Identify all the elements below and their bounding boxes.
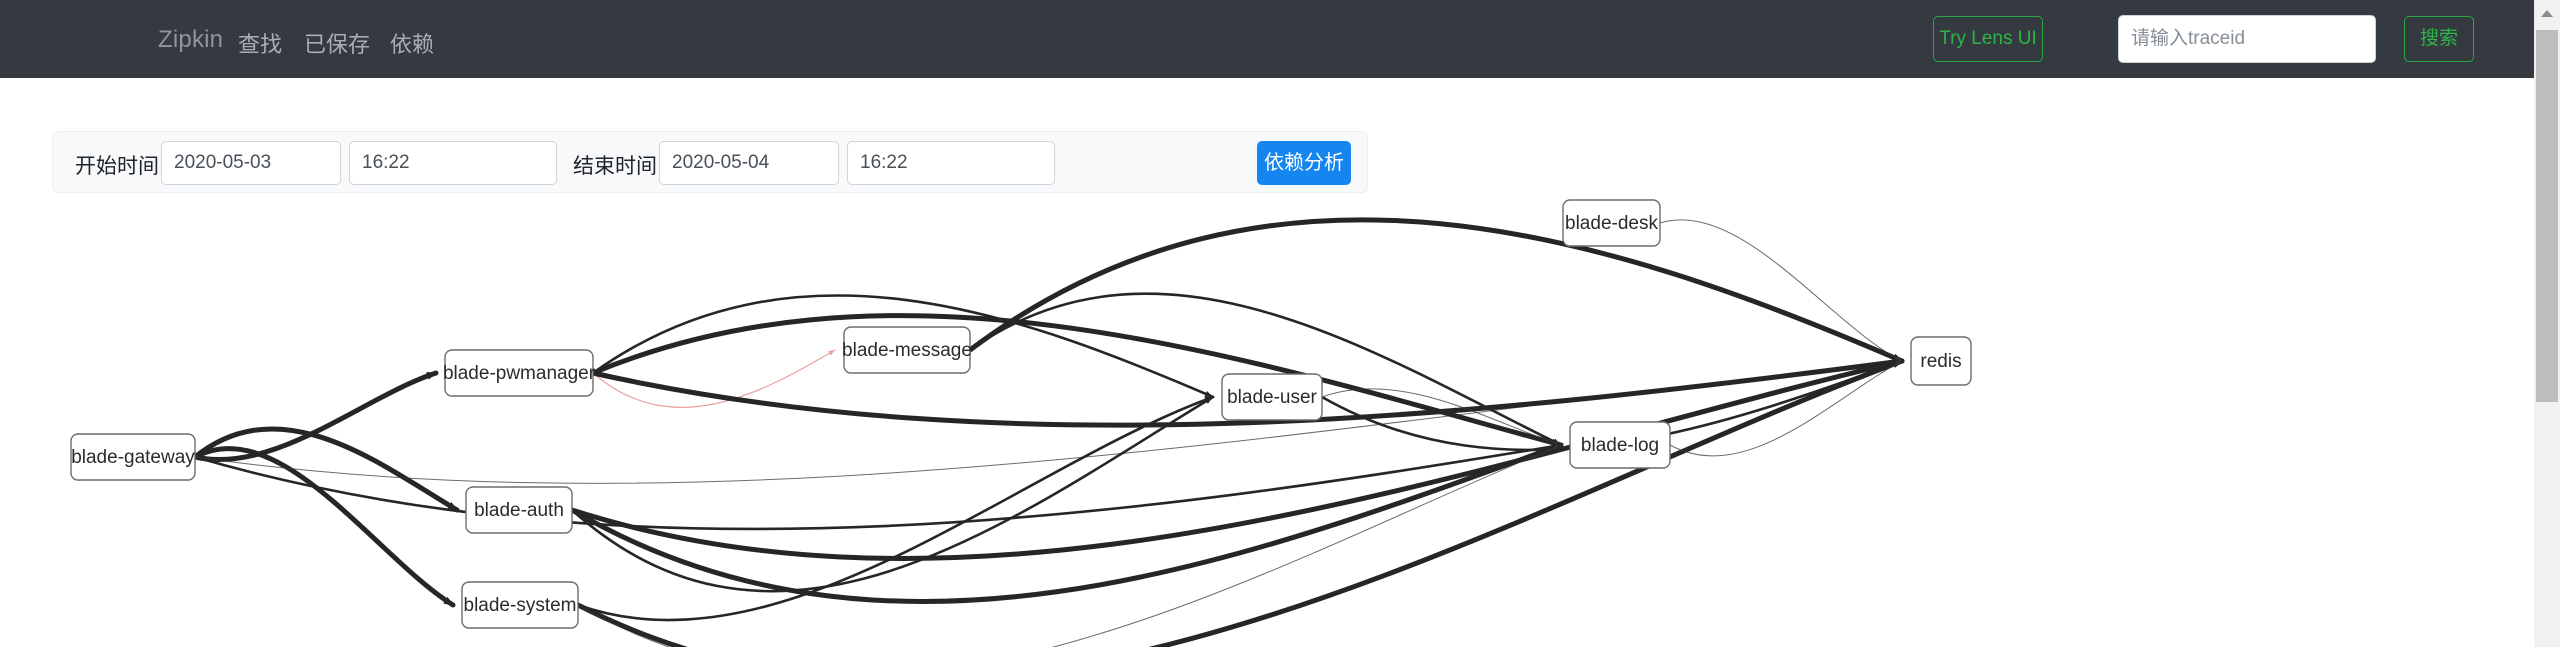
dependency-filter-bar: 开始时间 结束时间 依赖分析 [52,131,1368,193]
graph-node-blade-desk[interactable]: blade-desk [1562,199,1661,247]
graph-edge[interactable] [569,358,1905,561]
graph-edge[interactable] [192,426,460,513]
graph-edge[interactable] [967,217,1905,364]
graph-edge[interactable] [577,444,1562,647]
graph-edge[interactable] [576,395,1215,622]
graph-edge[interactable] [1659,219,1903,362]
start-time-label: 开始时间 [75,155,159,178]
node-box[interactable] [70,433,196,481]
node-box[interactable] [465,486,573,534]
graph-node-blade-gateway[interactable]: blade-gateway [70,433,196,481]
traceid-search-input[interactable] [2118,15,2376,63]
graph-node-blade-pwmanager[interactable]: blade-pwmanager [443,349,596,397]
graph-edge[interactable] [968,292,1563,447]
node-box[interactable] [1910,336,1972,386]
dependency-graph-svg[interactable]: blade-gateway blade-pwmanager blade-messag… [0,196,2540,647]
graph-edge[interactable] [192,370,439,463]
node-box[interactable] [1569,421,1671,469]
page-scrollbar[interactable] [2534,0,2560,647]
node-box[interactable] [1562,199,1661,247]
graph-node-blade-auth[interactable]: blade-auth [465,486,573,534]
graph-node-blade-log[interactable]: blade-log [1569,421,1671,469]
dependency-graph-canvas[interactable]: blade-gateway blade-pwmanager blade-messag… [0,196,2540,647]
start-date-input[interactable] [161,141,341,185]
brand-zipkin[interactable]: Zipkin [158,26,224,53]
nav-item-search[interactable]: 查找 [238,32,283,57]
graph-edge[interactable] [193,443,1563,531]
graph-edge[interactable] [590,313,1564,448]
scroll-up-caret-icon[interactable] [2534,0,2560,26]
end-time-label: 结束时间 [573,155,657,178]
graph-edge[interactable] [575,358,1905,647]
graph-edge[interactable] [1669,360,1903,457]
end-date-input[interactable] [659,141,839,185]
top-navbar: Zipkin 查找 已保存 依赖 Try Lens UI 搜索 [0,0,2560,78]
graph-edge[interactable] [569,442,1564,604]
graph-node-blade-system[interactable]: blade-system [461,581,579,629]
nav-item-saved[interactable]: 已保存 [304,32,371,57]
end-time-input[interactable] [847,141,1055,185]
graph-edge[interactable] [192,446,456,608]
nav-item-dependencies[interactable]: 依赖 [390,32,435,57]
search-button[interactable]: 搜索 [2404,16,2474,62]
node-box[interactable] [843,326,971,374]
analyze-dependencies-button[interactable]: 依赖分析 [1257,141,1351,185]
graph-edge[interactable] [592,349,836,408]
start-time-input[interactable] [349,141,557,185]
try-lens-ui-button[interactable]: Try Lens UI [1933,16,2043,62]
graph-node-redis[interactable]: redis [1910,336,1972,386]
graph-edge[interactable] [1321,388,1562,446]
graph-edge[interactable] [570,395,1215,593]
node-box[interactable] [461,581,579,629]
edge-layer [192,217,1905,647]
scrollbar-thumb[interactable] [2536,30,2558,402]
graph-edge[interactable] [591,294,1215,399]
node-box[interactable] [1221,373,1323,421]
graph-node-blade-user[interactable]: blade-user [1221,373,1323,421]
graph-edge[interactable] [590,358,1905,428]
node-box[interactable] [444,349,594,397]
graph-node-blade-message[interactable]: blade-message [842,326,972,374]
